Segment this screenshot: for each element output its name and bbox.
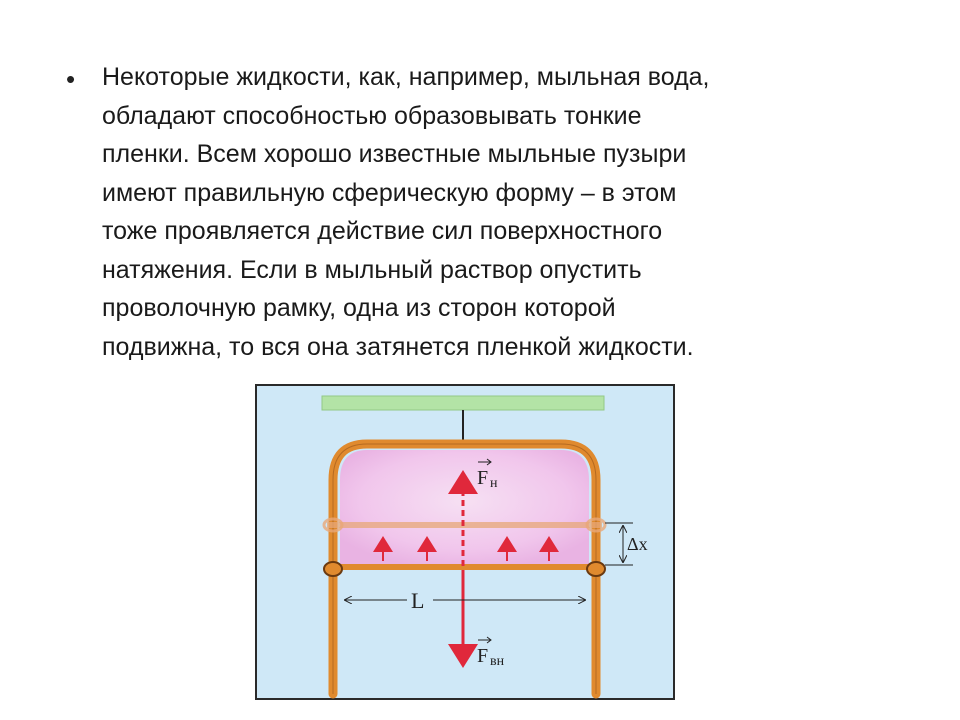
support-bar [321, 395, 605, 411]
force-label-text: F [477, 645, 488, 667]
ring-left [323, 561, 343, 577]
text-line: имеют правильную сферическую форму – в э… [102, 178, 677, 207]
paragraph-text: Некоторые жидкости, как, например, мыльн… [102, 58, 892, 366]
ghost-ring-left [322, 517, 344, 533]
force-label-text: F [477, 467, 488, 489]
force-label-subscript: н [490, 476, 498, 491]
ghost-ring-right [585, 517, 607, 533]
length-label: L [411, 588, 424, 613]
force-label-subscript: вн [490, 654, 505, 669]
soap-film-frame-diagram: F н F вн L Δx [255, 384, 675, 700]
ring-right [586, 561, 606, 577]
tension-force-label: F н [477, 458, 498, 491]
text-line: натяжения. Если в мыльный раствор опусти… [102, 255, 642, 284]
external-force-label: F вн [477, 636, 505, 669]
text-line: пленки. Всем хорошо известные мыльные пу… [102, 140, 687, 168]
soap-film [340, 450, 589, 564]
text-line: подвижна, то вся она затянется пленкой ж… [102, 332, 694, 361]
displacement-label: Δx [627, 534, 648, 554]
text-line: тоже проявляется действие сил поверхност… [102, 217, 663, 245]
bullet-dot: • [66, 64, 76, 94]
text-line: Некоторые жидкости, как, например, мыльн… [102, 63, 710, 91]
wire-frame-outline [332, 443, 597, 694]
text-line: обладают способностью образовывать тонки… [102, 101, 642, 130]
text-line: проволочную рамку, одна из сторон которо… [102, 294, 616, 322]
